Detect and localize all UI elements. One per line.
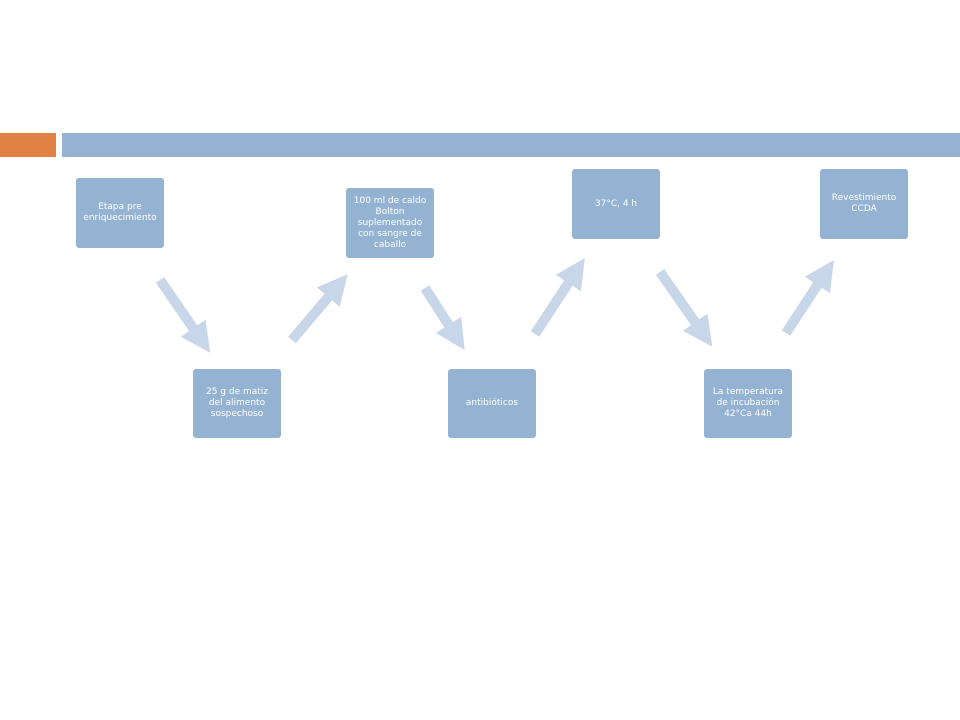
step-label-3: 100 ml de caldo Bolton suplementado con … — [353, 195, 427, 250]
arrow-5-down — [655, 269, 713, 347]
header-band — [62, 133, 960, 157]
step-box-3: 100 ml de caldo Bolton suplementado con … — [346, 188, 434, 258]
step-label-5: 37°C, 4 h — [594, 198, 638, 209]
step-box-1: Etapa pre enriquecimiento — [76, 178, 164, 248]
step-box-5: 37°C, 4 h — [572, 169, 660, 239]
step-box-7: Revestimiento CCDA — [820, 169, 908, 239]
step-label-1: Etapa pre enriquecimiento — [83, 202, 157, 223]
step-label-6: La temperatura de incubación 42°Ca 44h — [712, 387, 784, 419]
arrow-3-down — [420, 285, 465, 351]
step-box-6: La temperatura de incubación 42°Ca 44h — [704, 369, 792, 438]
arrow-1-down — [155, 277, 211, 353]
arrow-4-up — [530, 257, 585, 337]
step-box-4: antibióticos — [448, 369, 536, 438]
arrow-6-up — [781, 259, 834, 336]
step-box-2: 25 g de matiz del alimento sospechoso — [193, 369, 281, 438]
header-accent-bar — [0, 133, 56, 157]
step-label-2: 25 g de matiz del alimento sospechoso — [205, 387, 269, 419]
step-label-4: antibióticos — [465, 398, 519, 408]
step-label-7: Revestimiento CCDA — [831, 193, 897, 214]
arrow-2-up — [288, 274, 348, 344]
